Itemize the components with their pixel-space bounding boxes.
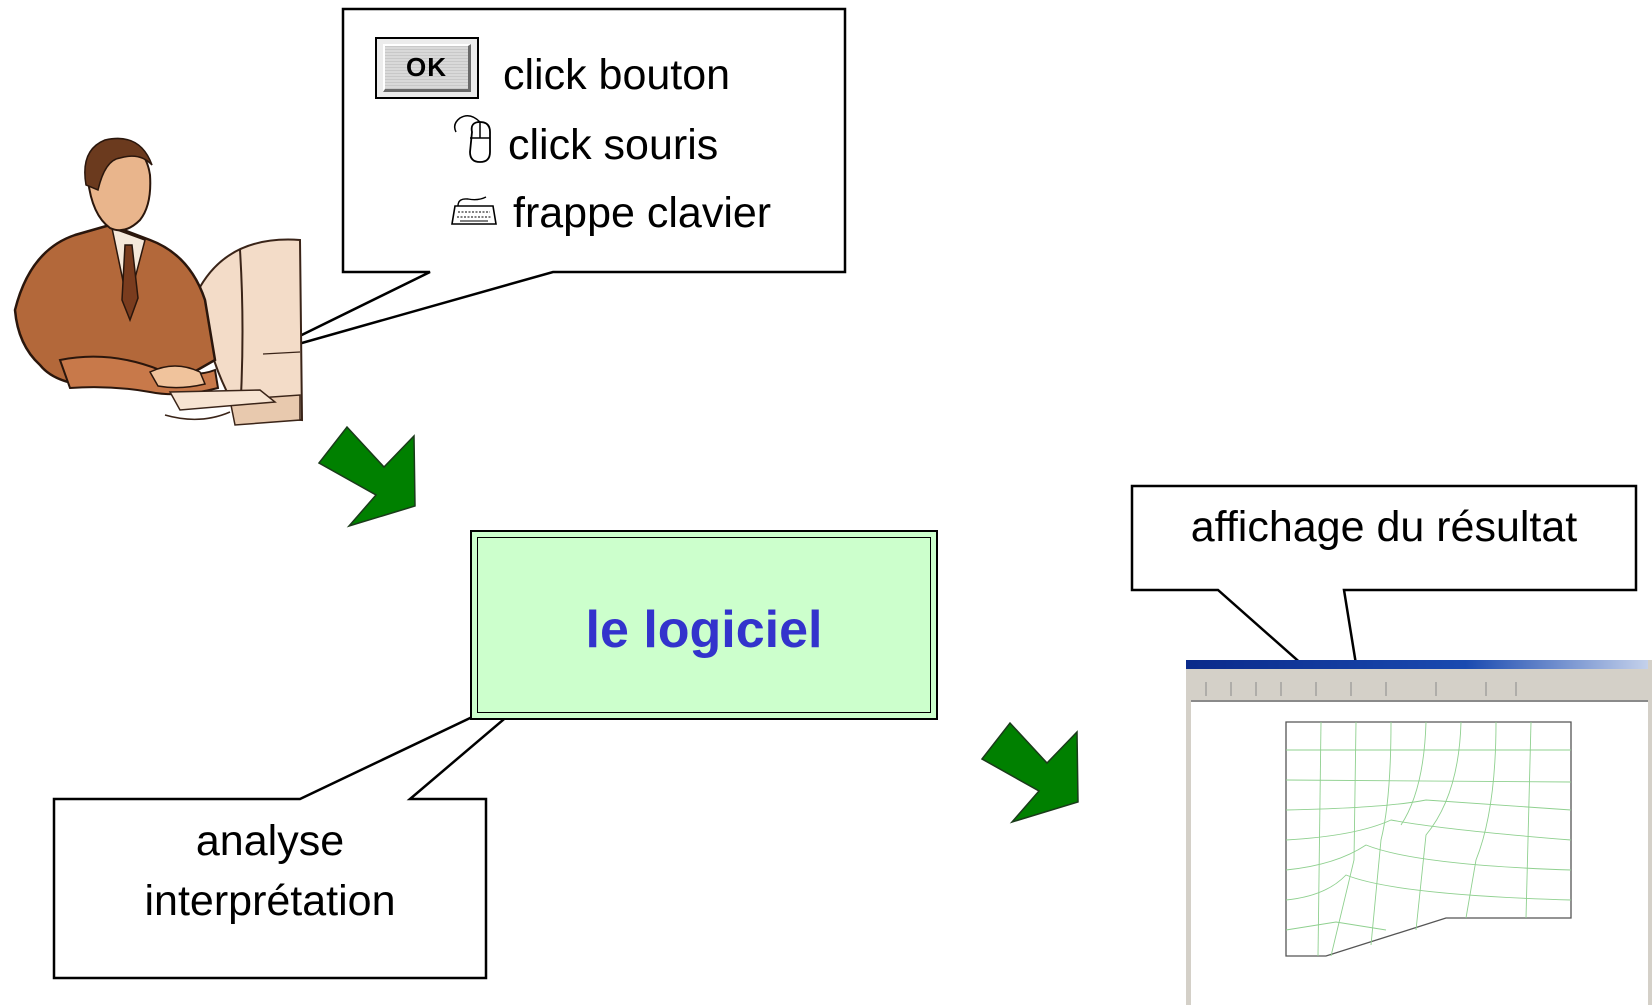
thumbnail-toolbar [1186, 678, 1652, 702]
software-label: le logiciel [585, 601, 823, 659]
click-button-text: click bouton [503, 51, 731, 99]
arrow-to-software [317, 425, 416, 528]
click-mouse-text: click souris [508, 121, 719, 169]
thumbnail-left-border [1186, 700, 1191, 1005]
mesh-grid-icon [1205, 682, 1572, 957]
ok-button-icon: OK [375, 37, 479, 99]
thumbnail-right-border [1648, 660, 1652, 1005]
analysis-text: analyse [195, 817, 345, 865]
keyboard-press-text: frappe clavier [513, 189, 772, 237]
result-display-text: affichage du résultat [1190, 503, 1578, 551]
ok-button-label: OK [406, 52, 447, 82]
result-callout-shape [1130, 484, 1638, 724]
analysis-callout-shape [52, 678, 551, 980]
user-at-computer-icon [13, 137, 304, 426]
thumbnail-title-bar [1186, 660, 1652, 669]
interpretation-text: interprétation [144, 877, 396, 925]
thumbnail-menu-bar [1186, 669, 1652, 678]
mouse-icon [453, 115, 491, 163]
software-box: le logiciel [470, 530, 938, 720]
result-screenshot-thumbnail [1186, 660, 1652, 1005]
arrow-to-result [980, 721, 1079, 824]
software-box-inner-border [477, 537, 931, 713]
keyboard-icon [451, 196, 497, 225]
